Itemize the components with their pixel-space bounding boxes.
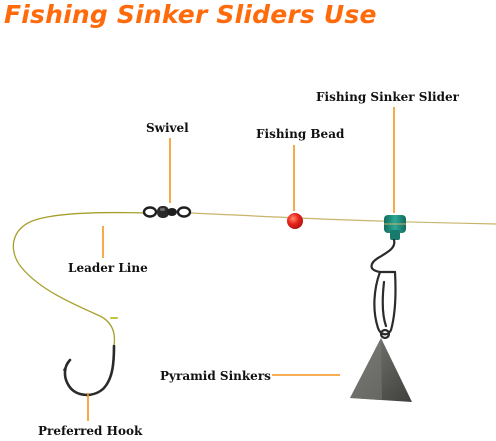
preferred-hook-label: Preferred Hook: [38, 424, 143, 438]
pyramid-sinker-icon: [350, 338, 412, 402]
callout-lines: [87, 107, 395, 421]
fishing-sinker-slider-label: Fishing Sinker Slider: [316, 90, 459, 104]
sinker-slider-icon: [384, 215, 406, 240]
leader-line-label: Leader Line: [68, 261, 148, 275]
swivel-label: Swivel: [146, 121, 189, 135]
hook-icon: [63, 317, 118, 397]
swivel-icon: [142, 206, 192, 218]
leader-line: [12, 211, 146, 347]
snap-clip-icon: [370, 238, 397, 340]
pyramid-sinkers-label: Pyramid Sinkers: [160, 369, 271, 383]
fishing-bead-icon: [287, 213, 303, 229]
page-title: Fishing Sinker Sliders Use: [4, 0, 377, 29]
main-line: [189, 212, 496, 225]
fishing-bead-label: Fishing Bead: [256, 127, 345, 141]
